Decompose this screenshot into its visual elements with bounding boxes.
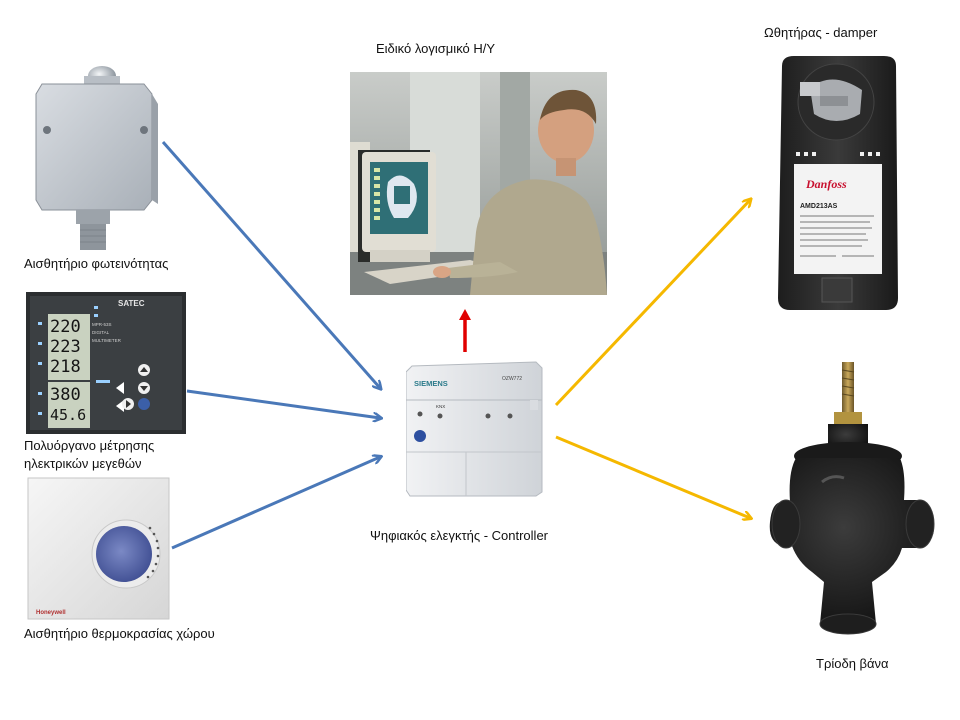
multimeter-multimeter: MULTIMETER xyxy=(92,338,122,343)
multimeter-brand: SATEC xyxy=(118,299,145,308)
thermostat-brand: Honeywell xyxy=(36,610,66,616)
controller-model: OZW772 xyxy=(502,376,522,382)
controller-brand: SIEMENS xyxy=(414,379,448,388)
arrow-multimeter-to-controller xyxy=(186,389,380,418)
reading-3: 218 xyxy=(50,357,81,377)
multimeter-model: MPR-53S xyxy=(92,322,112,327)
damper-model: AMD213AS xyxy=(800,203,838,210)
valve-label: Τρίοδη βάνα xyxy=(816,656,889,671)
arrow-temp-sensor-to-controller xyxy=(171,457,380,550)
light-sensor-label: Αισθητήριο φωτεινότητας xyxy=(24,256,169,271)
damper-label: Ωθητήρας - damper xyxy=(764,25,878,40)
temp-sensor-label: Αισθητήριο θερμοκρασίας χώρου xyxy=(24,626,215,641)
multimeter-label-line2: ηλεκτρικών μεγεθών xyxy=(24,456,142,471)
pc-software-label: Ειδικό λογισμικό Η/Υ xyxy=(376,41,496,56)
controller-knx: KNX xyxy=(436,404,445,409)
multimeter-image: SATEC MPR-53S DIGITAL MULTIMETER 220 223… xyxy=(26,292,186,434)
multimeter-label-line1: Πολυόργανο μέτρησης xyxy=(24,438,155,453)
temp-sensor-image: Honeywell xyxy=(26,476,171,621)
light-sensor-image xyxy=(32,64,160,260)
controller-label: Ψηφιακός ελεγκτής - Controller xyxy=(370,528,549,543)
reading-1: 220 xyxy=(50,317,81,337)
damper-brand: Danfoss xyxy=(805,177,847,191)
damper-actuator-image: Danfoss AMD213AS xyxy=(776,52,900,312)
reading-5: 45.6 xyxy=(50,406,86,424)
reading-4: 380 xyxy=(50,385,81,405)
pc-operator-image xyxy=(350,72,607,295)
three-way-valve-image xyxy=(768,362,938,640)
arrow-controller-to-valve xyxy=(555,435,750,518)
multimeter-digital: DIGITAL xyxy=(92,330,110,335)
controller-image: SIEMENS OZW772 KNX xyxy=(405,360,544,498)
arrow-light-sensor-to-controller xyxy=(161,141,380,388)
reading-2: 223 xyxy=(50,337,81,357)
